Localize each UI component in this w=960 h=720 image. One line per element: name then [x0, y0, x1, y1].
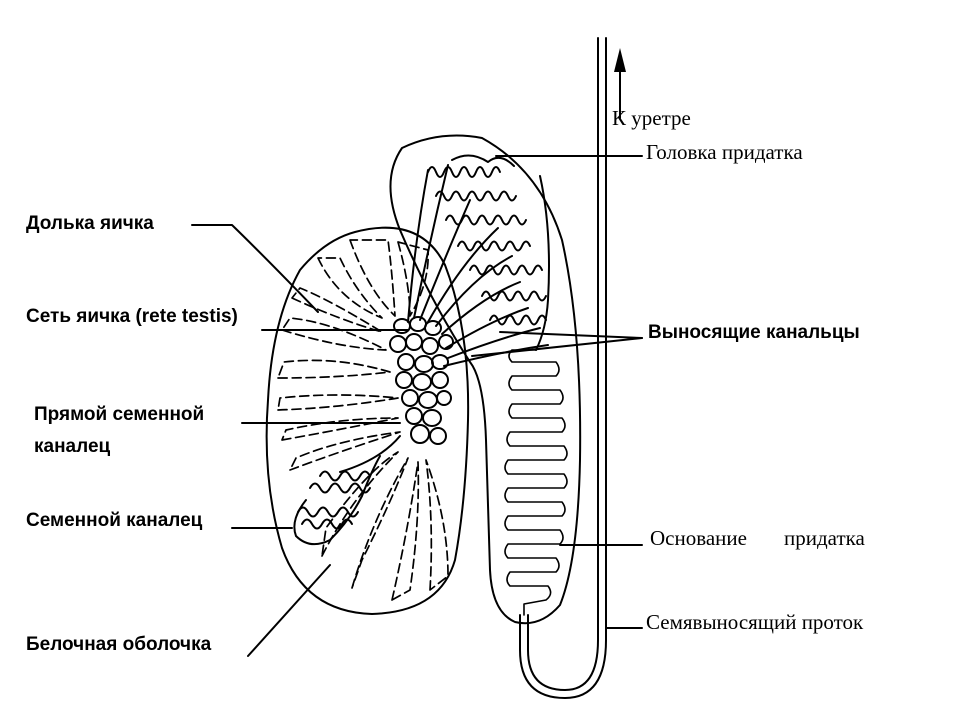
vas-deferens-duct — [519, 37, 607, 699]
testis-lobule-label: Долька яичка — [26, 213, 154, 234]
efferent-ductules — [339, 164, 549, 473]
epididymis-tail-label-word1: Основание — [650, 526, 747, 550]
epididymis-head-label: Головка придатка — [646, 140, 803, 164]
straight-tubule-label-line2: каналец — [34, 436, 111, 457]
urethra-arrow — [614, 48, 626, 119]
efferent-ductules-label: Выносящие канальцы — [648, 322, 860, 343]
rete-testis-cells — [389, 316, 454, 445]
straight-tubule-label-line1: Прямой семенной — [34, 404, 205, 425]
epididymis-outline — [389, 134, 582, 625]
tunica-albuginea-label: Белочная оболочка — [26, 634, 212, 655]
testis-lobules — [277, 239, 449, 601]
testis-body-outline — [265, 226, 470, 615]
epididymis-tail-label-word2: придатка — [784, 526, 865, 550]
leader-lines — [191, 155, 643, 657]
epididymis-duct-coil — [504, 349, 568, 616]
seminiferous-tubule-label: Семенной каналец — [26, 510, 203, 531]
seminiferous-tubule-coil — [293, 455, 381, 546]
urethra-label: К уретре — [612, 106, 691, 130]
vas-deferens-label: Семявыносящий проток — [646, 610, 864, 634]
rete-testis-label: Сеть яичка (rete testis) — [26, 306, 238, 327]
